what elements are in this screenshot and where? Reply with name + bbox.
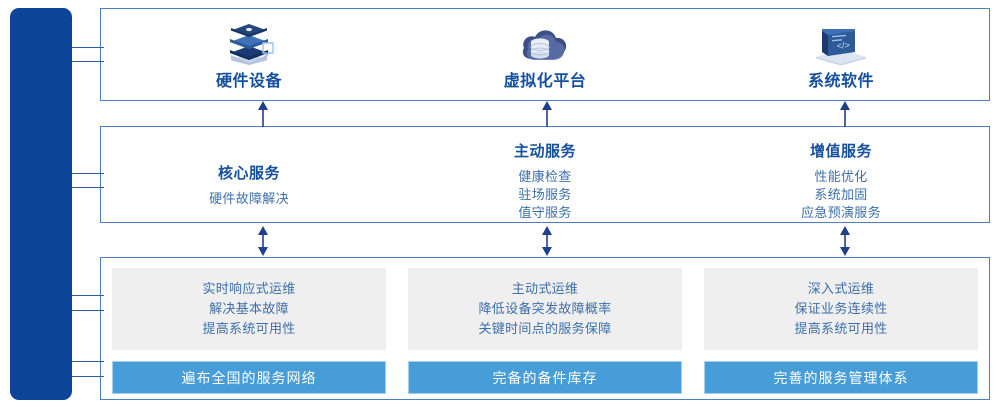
bottom-column-indepth[interactable]: 深入式运维 保证业务连续性 提高系统可用性 完善的服务管理体系 [693, 258, 989, 399]
content-item: 应急预演服务 [801, 205, 881, 220]
up-arrow-hardware [258, 101, 268, 127]
positioning-line: 实时响应式运维 [202, 281, 296, 296]
connector-stub-content-a [68, 173, 104, 174]
tech-column-system-software[interactable]: </> 系统软件 [693, 9, 989, 100]
svg-text:</>: </> [836, 39, 850, 50]
tech-column-hardware[interactable]: 硬件设备 [101, 9, 397, 100]
positioning-line: 关键时间点的服务保障 [478, 321, 612, 336]
content-column-core-service[interactable]: 核心服务 硬件故障解决 [101, 127, 397, 222]
content-column-proactive-service[interactable]: 主动服务 健康检查 驻场服务 值守服务 [397, 127, 693, 222]
positioning-card: 深入式运维 保证业务连续性 提高系统可用性 [704, 268, 978, 350]
product-content-section: 核心服务 硬件故障解决 主动服务 健康检查 驻场服务 值守服务 增值服务 性能优… [100, 126, 990, 223]
content-heading: 增值服务 [809, 143, 872, 160]
advantage-bar-service-network[interactable]: 遍布全国的服务网络 [112, 361, 386, 394]
advantage-bar-spare-parts[interactable]: 完备的备件库存 [408, 361, 682, 394]
double-arrow-core [258, 226, 268, 256]
positioning-line: 提高系统可用性 [794, 321, 888, 336]
double-arrow-value-added [840, 226, 850, 256]
up-arrow-system-software [840, 101, 850, 127]
positioning-line: 解决基本故障 [209, 301, 289, 316]
connector-stub-advantage-b [68, 376, 104, 377]
positioning-line: 保证业务连续性 [794, 301, 888, 316]
content-item: 值守服务 [518, 205, 572, 220]
positioning-card: 主动式运维 降低设备突发故障概率 关键时间点的服务保障 [408, 268, 682, 350]
bottom-column-realtime[interactable]: 实时响应式运维 解决基本故障 提高系统可用性 遍布全国的服务网络 [101, 258, 397, 399]
advantage-bar-management-system[interactable]: 完善的服务管理体系 [704, 361, 978, 394]
connector-stub-positioning-b [68, 310, 104, 311]
bottom-column-proactive[interactable]: 主动式运维 降低设备突发故障概率 关键时间点的服务保障 完备的备件库存 [397, 258, 693, 399]
tech-direction-section: 硬件设备 虚拟化平台 [100, 8, 990, 101]
laptop-code-icon: </> [810, 19, 872, 65]
positioning-line: 提高系统可用性 [202, 321, 296, 336]
tech-title: 系统软件 [807, 72, 874, 90]
positioning-advantage-section: 实时响应式运维 解决基本故障 提高系统可用性 遍布全国的服务网络 主动式运维 降… [100, 257, 990, 400]
content-item: 系统加固 [814, 187, 868, 202]
connector-stub-advantage-a [68, 361, 104, 362]
tech-column-virtualization[interactable]: 虚拟化平台 [397, 9, 693, 100]
content-item: 健康检查 [518, 169, 572, 184]
positioning-line: 主动式运维 [511, 281, 579, 296]
connector-stub-tech-a [68, 47, 104, 48]
content-column-value-added-service[interactable]: 增值服务 性能优化 系统加固 应急预演服务 [693, 127, 989, 222]
connector-stub-tech-b [68, 61, 104, 62]
cloud-database-icon [515, 19, 575, 65]
content-item: 驻场服务 [518, 187, 572, 202]
positioning-line: 深入式运维 [807, 281, 875, 296]
connector-stub-content-b [68, 187, 104, 188]
tech-title: 虚拟化平台 [503, 72, 587, 90]
positioning-card: 实时响应式运维 解决基本故障 提高系统可用性 [112, 268, 386, 350]
category-rail [10, 8, 72, 400]
connector-stub-positioning-a [68, 295, 104, 296]
content-heading: 核心服务 [217, 165, 280, 182]
double-arrow-proactive [542, 226, 552, 256]
up-arrow-virtualization [542, 101, 552, 127]
content-heading: 主动服务 [513, 143, 576, 160]
positioning-line: 降低设备突发故障概率 [478, 301, 612, 316]
content-item: 硬件故障解决 [209, 191, 289, 206]
content-item: 性能优化 [814, 169, 868, 184]
server-stack-icon [219, 19, 279, 65]
tech-title: 硬件设备 [215, 72, 282, 90]
